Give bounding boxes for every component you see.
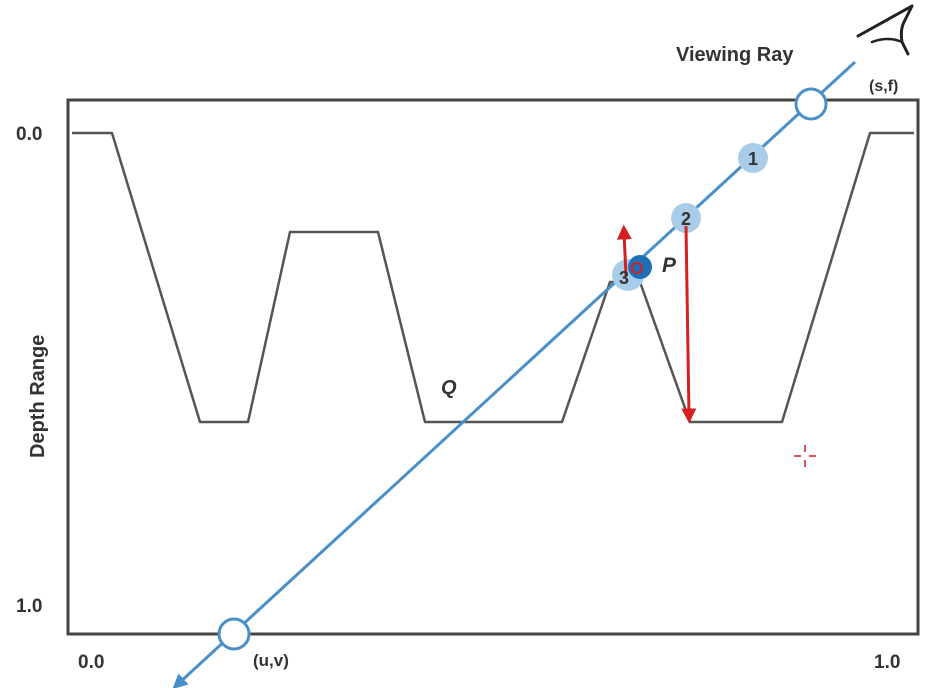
height-profile <box>72 131 914 424</box>
sample-point-1 <box>738 143 768 173</box>
eye-icon <box>856 4 914 56</box>
sample-label-1: 1 <box>748 149 758 169</box>
point-q-label: Q <box>441 377 457 399</box>
depth-arrow-up <box>616 224 632 277</box>
x-tick-left: 0.0 <box>78 652 104 673</box>
point-p-label: P <box>662 254 677 277</box>
y-tick-bottom: 1.0 <box>16 596 42 617</box>
crosshair-icon <box>794 445 816 467</box>
refined-point-marker <box>631 262 643 274</box>
sample-label-2: 2 <box>681 209 691 229</box>
y-tick-top: 0.0 <box>16 124 42 145</box>
depth-arrow-down <box>681 225 697 424</box>
depth-field-frame <box>66 98 920 636</box>
y-axis-label: Depth Range <box>27 335 49 458</box>
sample-label-3: 3 <box>619 268 629 288</box>
ray-exit-circle <box>217 617 251 651</box>
viewing-ray-label: Viewing Ray <box>676 44 794 66</box>
eye-coordinate-label: (s,f) <box>869 78 898 95</box>
x-tick-right: 1.0 <box>874 652 900 673</box>
sample-point-2 <box>671 203 701 233</box>
texture-coordinate-label: (u,v) <box>253 651 289 670</box>
ray-entry-circle <box>794 87 828 121</box>
